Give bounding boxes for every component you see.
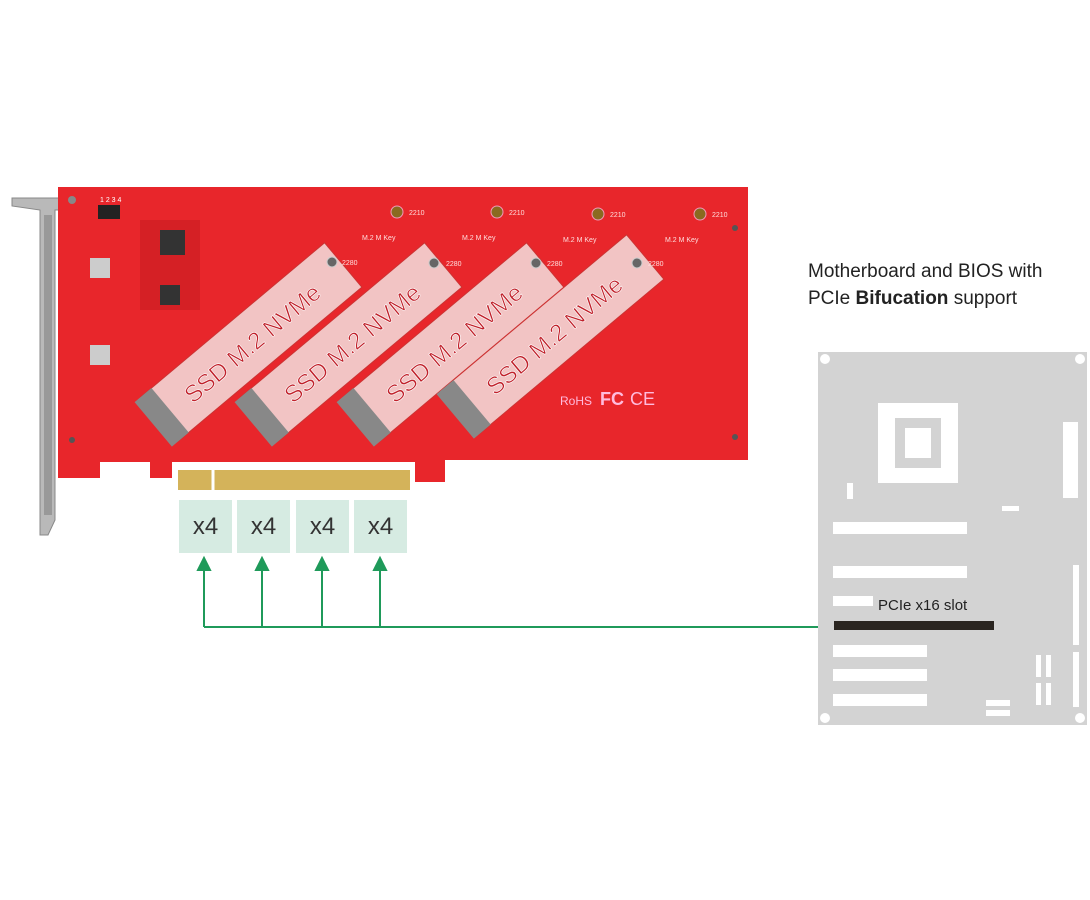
fc-label: FC [600, 389, 624, 409]
svg-text:2280: 2280 [547, 261, 563, 268]
svg-text:2280: 2280 [446, 261, 462, 268]
svg-text:2280: 2280 [342, 260, 358, 267]
bifurcation-term: Bifucation [855, 288, 949, 309]
pcie-x16-slot [834, 621, 994, 630]
pcb-board: 1 2 3 4 [58, 187, 748, 490]
arrow-up-icon [254, 555, 270, 571]
arrow-up-icon [372, 555, 388, 571]
lane-connectors [196, 555, 835, 628]
svg-text:2280: 2280 [648, 261, 664, 268]
standoff-markers: 2210 M.2 M Key 2280 [326, 205, 425, 268]
m2-socket [436, 380, 491, 439]
m2-socket [134, 388, 189, 447]
svg-text:M.2 M Key: M.2 M Key [362, 235, 396, 242]
lane-label: x4 [354, 500, 407, 553]
standoff-markers: 2210 M.2 M Key 2280 [428, 205, 525, 269]
lane-label: x4 [179, 500, 232, 553]
svg-text:M.2 M Key: M.2 M Key [462, 235, 496, 242]
ce-label: CE [630, 389, 655, 409]
gold-fingers [178, 470, 410, 490]
caption-line1: Motherboard and BIOS with [808, 261, 1043, 282]
m2-socket [234, 388, 289, 447]
svg-text:M.2 M Key: M.2 M Key [665, 237, 699, 244]
arrow-up-icon [314, 555, 330, 571]
rohs-label: RoHS [560, 394, 592, 408]
svg-text:2210: 2210 [610, 212, 626, 219]
header-pins-label: 1 2 3 4 [100, 197, 122, 204]
svg-text:2210: 2210 [409, 210, 425, 217]
svg-text:2210: 2210 [712, 212, 728, 219]
svg-text:M.2 M Key: M.2 M Key [563, 237, 597, 244]
caption-line2: PCIe Bifucation support [808, 288, 1018, 309]
arrow-up-icon [196, 555, 212, 571]
svg-text:2210: 2210 [509, 210, 525, 217]
lane-label: x4 [237, 500, 290, 553]
m2-socket [336, 388, 391, 447]
bifurcation-caption: Motherboard and BIOS with PCIe Bifucatio… [808, 258, 1042, 312]
lane-label: x4 [296, 500, 349, 553]
standoff-markers: 2210 M.2 M Key 2280 [631, 207, 728, 269]
pcie-slot-label: PCIe x16 slot [878, 597, 968, 614]
motherboard [818, 352, 1087, 725]
standoff-markers: 2210 M.2 M Key 2280 [530, 207, 626, 269]
